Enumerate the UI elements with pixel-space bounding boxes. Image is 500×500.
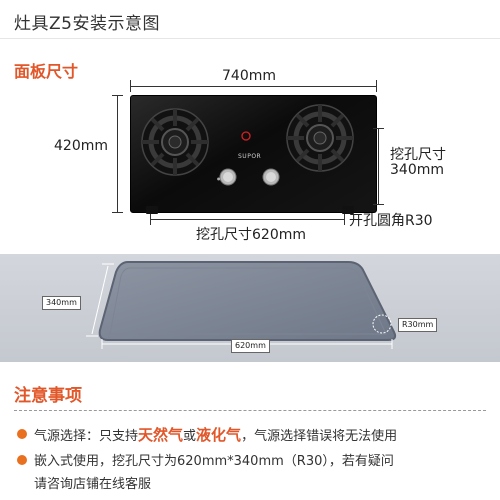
right-knob-icon: [262, 168, 280, 186]
cutout-depth-value: 340mm: [390, 162, 444, 178]
left-knob-icon: ●: [217, 168, 237, 186]
cutout-width-line: [150, 219, 345, 220]
width-dimension-line: [130, 86, 377, 87]
right-burner-icon: [286, 104, 354, 172]
width-dimension-label: 740mm: [222, 68, 276, 84]
height-dimension-label: 420mm: [54, 138, 108, 154]
cutout-radius-tag: R30mm: [398, 318, 438, 332]
cutout-depth-line: [378, 128, 379, 205]
notes-divider: [14, 410, 486, 411]
note-line-1: 气源选择：只支持天然气或液化气，气源选择错误将无法使用: [34, 424, 397, 445]
corner-radius-marker-icon: [372, 314, 392, 334]
cooktop-foot-right: [342, 206, 354, 214]
height-dimension-tick-top: [112, 95, 123, 96]
note-1-text-b: ，气源选择错误将无法使用: [241, 429, 398, 444]
notes-heading: 注意事项: [14, 386, 82, 406]
left-burner-icon: [141, 108, 209, 176]
corner-radius-label: 开孔圆角R30: [349, 213, 433, 229]
note-line-3: 请咨询店铺在线客服: [34, 477, 152, 492]
cutout-depth-label: 挖孔尺寸: [390, 147, 446, 163]
note-1-text-a: 气源选择：只支持: [34, 429, 139, 444]
svg-text:●: ●: [217, 176, 221, 181]
power-indicator-icon: [241, 131, 251, 141]
cutout-depth-tick-bottom: [373, 204, 384, 205]
brand-logo: SUPOR: [238, 153, 262, 160]
page-title: 灶具Z5安装示意图: [14, 14, 160, 34]
cutout-depth-tick-top: [373, 128, 384, 129]
cutout-width-label: 挖孔尺寸620mm: [196, 227, 306, 243]
note-1-natural-gas: 天然气: [138, 426, 184, 444]
height-dimension-tick-bottom: [112, 212, 123, 213]
note-bullet-1: [17, 429, 27, 439]
note-1-or: 或: [183, 429, 197, 444]
cooktop-burners-graphic: ●: [141, 104, 354, 186]
cutout-width-tag: 620mm: [231, 339, 270, 353]
header-divider: [0, 38, 500, 39]
cooktop-panel: ● SUPOR: [130, 95, 377, 213]
panel-size-heading: 面板尺寸: [14, 62, 79, 81]
note-1-lpg: 液化气: [196, 426, 242, 444]
width-dimension-tick-left: [130, 80, 131, 92]
cutout-width-tick-left: [150, 214, 151, 225]
height-dimension-line: [117, 95, 118, 213]
cutout-depth-tag: 340mm: [42, 296, 81, 310]
cooktop-foot-left: [146, 206, 158, 214]
cutout-width-tick-right: [344, 214, 345, 225]
note-line-2: 嵌入式使用，挖孔尺寸为620mm*340mm（R30），若有疑问: [34, 454, 394, 469]
note-bullet-2: [17, 455, 27, 465]
width-dimension-tick-right: [376, 80, 377, 92]
